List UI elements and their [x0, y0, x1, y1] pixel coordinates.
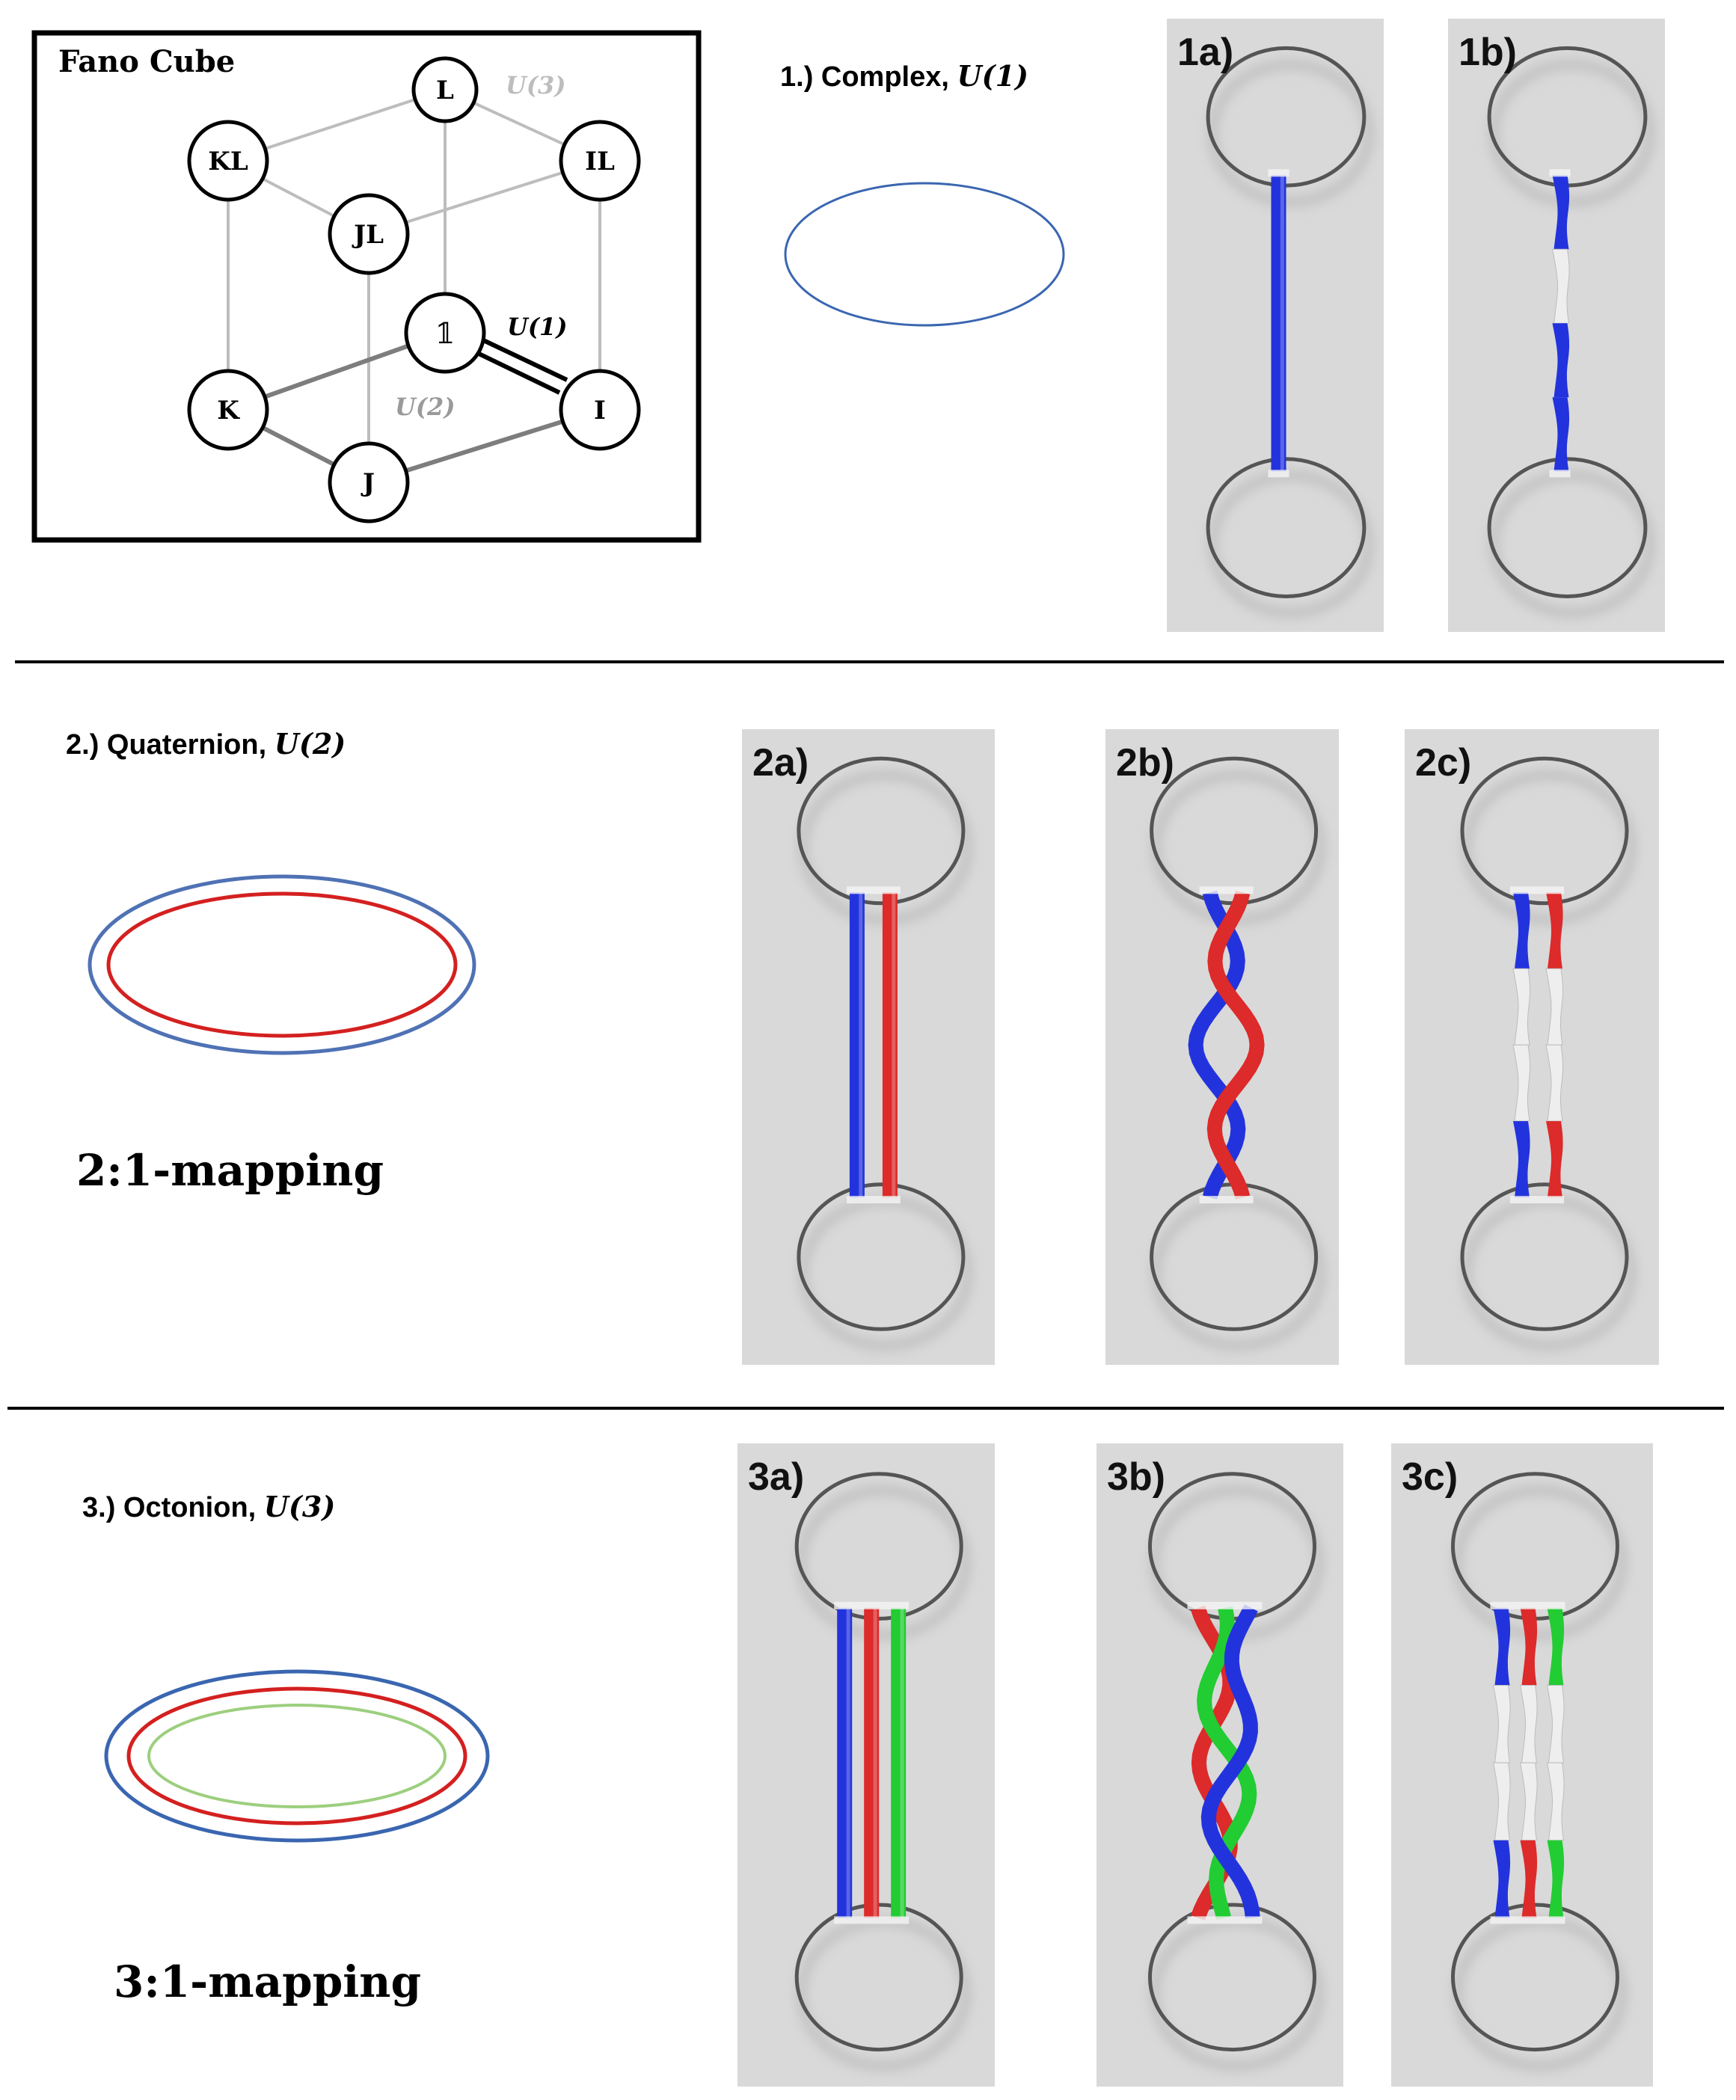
bottom-ring — [1487, 457, 1648, 598]
strand-blue-segment — [1552, 397, 1570, 472]
strand-blue-segment — [1493, 1840, 1511, 1918]
fano-cube-title: Fano Cube — [58, 44, 235, 79]
node-IL: IL — [559, 120, 641, 202]
ring-3-inner — [147, 1704, 447, 1808]
panel-2c: 2c) — [1405, 729, 1659, 1365]
strand-red-segment — [1520, 1607, 1538, 1686]
node-I: I — [559, 369, 641, 451]
ring-2-outer — [88, 874, 476, 1055]
strand-blue-segment — [1512, 1044, 1531, 1122]
panel-label: 3b) — [1107, 1455, 1165, 1499]
svg-text:I: I — [594, 396, 606, 426]
panel-background — [742, 729, 995, 1365]
ring-1-outer — [784, 182, 1065, 327]
strand-blue — [1271, 175, 1286, 472]
panel-1b: 1b) — [1448, 19, 1665, 632]
ring-diagram-2 — [88, 874, 476, 1055]
strand-green-segment — [1546, 1762, 1565, 1841]
section-3-heading: 3.) Octonion, U(3) — [82, 1490, 335, 1523]
panel-label: 1a) — [1177, 31, 1233, 74]
u1-label: U(1) — [507, 313, 567, 341]
strand-blue-segment — [1492, 1762, 1511, 1841]
strand-blue-segment — [1513, 892, 1530, 969]
bottom-ring — [797, 1182, 966, 1331]
panel-label: 2a) — [752, 741, 809, 785]
strand-red — [882, 892, 898, 1198]
strand-red — [864, 1607, 880, 1918]
panel-3c: 3c) — [1391, 1443, 1653, 2087]
strand-red-segment — [1519, 1762, 1538, 1841]
mapping-2-label: 2:1-mapping — [76, 1145, 384, 1196]
fano-cube: Fano Cube L KL — [31, 30, 702, 543]
svg-text:KL: KL — [208, 147, 248, 176]
panel-label: 3a) — [748, 1455, 804, 1499]
bottom-ring — [1460, 1182, 1629, 1331]
strand-blue-segment — [1552, 175, 1570, 250]
node-J: J — [328, 441, 410, 524]
strand-green-segment — [1547, 1607, 1565, 1686]
panel-2a: 2a) — [742, 729, 995, 1365]
svg-text:J: J — [361, 468, 375, 498]
strand-blue-segment — [1492, 1685, 1511, 1763]
strand-blue — [1200, 1604, 1260, 1919]
ring-diagram-1 — [784, 182, 1065, 327]
ring-3-middle — [126, 1686, 467, 1826]
strand-panels: 1a) 1b) 2a) 2b) 2c) 3a) 3b) 3c) — [737, 19, 1665, 2087]
svg-text:JL: JL — [352, 220, 384, 250]
ring-2-inner — [106, 891, 458, 1038]
node-one: 𝟙 — [404, 292, 486, 374]
node-KL: KL — [187, 120, 269, 202]
ring-diagram-3 — [104, 1669, 490, 1843]
node-L: L — [411, 56, 479, 123]
panel-3b: 3b) — [1096, 1443, 1343, 2087]
strand-red-segment — [1545, 1044, 1564, 1122]
u2-label: U(2) — [395, 393, 455, 421]
strand-blue-segment — [1493, 1607, 1511, 1686]
strand-red-segment — [1546, 892, 1563, 969]
strand-blue-segment — [1512, 968, 1531, 1046]
panel-label: 2b) — [1116, 741, 1174, 785]
node-K: K — [187, 369, 269, 451]
strand-red-segment — [1519, 1685, 1538, 1763]
top-ring — [797, 756, 966, 906]
strand-blue-segment — [1552, 323, 1570, 398]
bottom-ring — [1148, 1903, 1316, 2052]
svg-text:L: L — [436, 76, 454, 105]
strand-red — [1206, 890, 1265, 1200]
strand-red-segment — [1520, 1840, 1538, 1918]
bottom-ring — [1451, 1903, 1619, 2052]
mapping-3-label: 3:1-mapping — [114, 1956, 421, 2007]
strand-green — [891, 1607, 907, 1918]
strand-blue-segment — [1551, 248, 1570, 324]
panel-label: 1b) — [1459, 31, 1517, 74]
panel-background — [1096, 1443, 1343, 2087]
strand-green-segment — [1546, 1685, 1565, 1763]
top-ring — [1460, 756, 1629, 906]
strand-blue — [849, 892, 865, 1198]
svg-text:K: K — [217, 396, 240, 426]
panel-background — [1105, 729, 1339, 1365]
strand-blue-segment — [1513, 1121, 1530, 1198]
panel-1a: 1a) — [1167, 19, 1384, 632]
u3-label: U(3) — [506, 71, 565, 99]
strand-red-segment — [1545, 968, 1564, 1046]
strand-blue — [1188, 890, 1246, 1200]
panel-label: 3c) — [1402, 1455, 1458, 1499]
section-1-heading: 1.) Complex, U(1) — [780, 59, 1028, 93]
strand-blue — [837, 1607, 853, 1918]
panel-background — [1405, 729, 1659, 1365]
node-JL: JL — [328, 193, 410, 275]
panel-3a: 3a) — [737, 1443, 995, 2087]
ring-3-outer — [104, 1669, 490, 1843]
strand-green-segment — [1547, 1840, 1565, 1918]
u1-double-edge — [470, 336, 568, 395]
svg-text:𝟙: 𝟙 — [435, 317, 455, 350]
section-2-heading: 2.) Quaternion, U(2) — [66, 727, 346, 761]
panel-2b: 2b) — [1105, 729, 1339, 1365]
panel-label: 2c) — [1415, 741, 1471, 785]
svg-text:IL: IL — [585, 147, 615, 176]
strand-red-segment — [1546, 1121, 1563, 1198]
